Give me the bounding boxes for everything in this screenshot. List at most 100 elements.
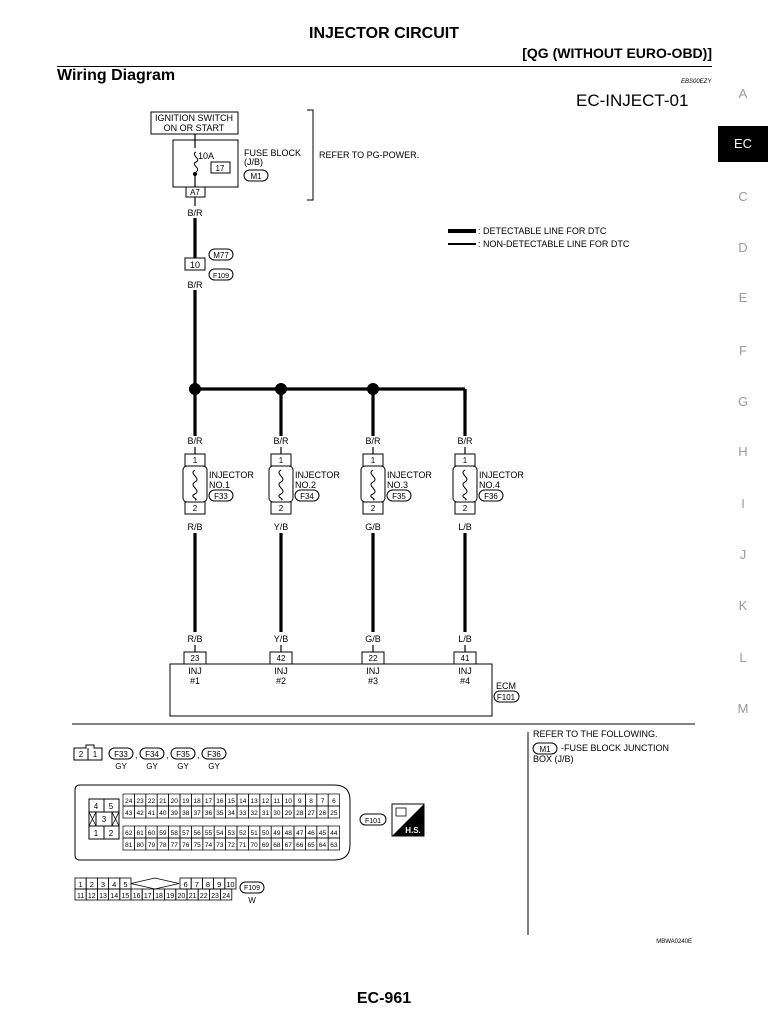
ecm-grid-pin: 20 (171, 798, 179, 805)
f109-pin: 14 (110, 893, 118, 900)
ecm-connector-left-block: 4 5 3 1 2 (88, 798, 120, 840)
harness-side-badge: H.S. (391, 803, 425, 837)
separator: , (135, 750, 138, 760)
ecm-pin-4: 4 (94, 802, 99, 811)
wire-color-in: B/R (187, 436, 203, 446)
pin-top: 1 (463, 456, 468, 465)
pin-box-bottom (454, 501, 476, 515)
ecm-pin-number: 41 (461, 654, 470, 663)
ecm-grid-pin: 61 (136, 830, 144, 837)
ecm-pin-1: 1 (94, 829, 99, 838)
f109-cell (220, 888, 233, 901)
ecm-label: ECM (496, 681, 516, 691)
ecm-grid-pin: 52 (239, 830, 247, 837)
ecm-grid-pin: 71 (239, 842, 247, 849)
ecm-wire-color: G/B (365, 634, 381, 644)
coil-symbol (370, 469, 376, 501)
ecm-grid-pin: 44 (330, 830, 338, 837)
tab-m[interactable]: M (737, 701, 749, 716)
ecm-grid-pin: 68 (273, 842, 281, 849)
tab-c[interactable]: C (738, 189, 748, 204)
ecm-grid-pin: 35 (216, 810, 224, 817)
ecm-grid-pin: 16 (216, 798, 224, 805)
ecm-grid-pin: 40 (159, 810, 167, 817)
fuse-number-box (210, 161, 231, 174)
ecm-terminal-label: INJ#2 (274, 666, 288, 686)
connector-f109-label: F109 (213, 273, 229, 280)
injector-connector-face: 2 1 (73, 744, 103, 761)
ecm-grid-pin: 57 (182, 830, 190, 837)
ecm-terminal-label: INJ#4 (458, 666, 472, 686)
tab-a[interactable]: A (738, 86, 748, 101)
ecm-grid-pin: 76 (182, 842, 190, 849)
coil-symbol (462, 469, 468, 501)
power-bracket (307, 109, 314, 201)
page-subtitle: [QG (WITHOUT EURO-OBD)] (522, 45, 712, 61)
f109-pin: 13 (99, 893, 107, 900)
fuse-rating: 10A (198, 151, 214, 161)
tab-h[interactable]: H (738, 444, 748, 459)
separator: , (166, 750, 169, 760)
pin-top: 1 (279, 456, 284, 465)
f109-color: W (248, 896, 256, 905)
injector-conn-color: GY (177, 762, 189, 771)
tab-e[interactable]: E (738, 290, 748, 305)
ecm-grid-pin: 25 (330, 810, 338, 817)
wire-color-in: B/R (365, 436, 381, 446)
ecm-grid-pin: 7 (321, 798, 325, 805)
injector-connector-badge (386, 489, 412, 502)
refer-pg-power: REFER TO PG-POWER. (319, 150, 419, 160)
ecm-pin-number: 22 (369, 654, 378, 663)
fuse-number: 17 (216, 164, 225, 173)
ecm-wire-color: L/B (458, 634, 472, 644)
refer-title: REFER TO THE FOLLOWING. (533, 729, 658, 739)
fuse-terminal-label: A7 (190, 188, 200, 197)
injector-conn-color: GY (115, 762, 127, 771)
ecm-grid-pin: 74 (205, 842, 213, 849)
tab-l[interactable]: L (739, 650, 747, 665)
tab-i[interactable]: I (741, 496, 745, 511)
injector-conn-id: F36 (207, 750, 221, 759)
ecm-conn-badge-label: F101 (365, 818, 381, 825)
ecm-grid-pin: 50 (262, 830, 270, 837)
pin-top: 1 (193, 456, 198, 465)
wire-color-br: B/R (187, 208, 203, 218)
ecm-grid-pin: 54 (216, 830, 224, 837)
ecm-grid-pin: 77 (171, 842, 179, 849)
tab-f[interactable]: F (739, 343, 747, 358)
coil-symbol (278, 469, 284, 501)
ecm-grid-pin: 53 (228, 830, 236, 837)
ecm-grid-pin: 33 (239, 810, 247, 817)
tab-j[interactable]: J (739, 547, 747, 562)
ecm-terminal-label: INJ#1 (188, 666, 202, 686)
f109-pin: 18 (155, 893, 163, 900)
f109-pin: 6 (184, 880, 188, 889)
joint-connector-10 (184, 257, 206, 271)
tab-k[interactable]: K (738, 598, 748, 613)
tab-ec[interactable]: EC (718, 126, 768, 162)
wire-color-br: B/R (187, 280, 203, 290)
legend-thin-label: : NON-DETECTABLE LINE FOR DTC (478, 239, 630, 249)
wire-color-out: L/B (458, 522, 472, 532)
pin-box-bottom (270, 501, 292, 515)
connector-f101-label: F101 (497, 693, 516, 702)
tab-d[interactable]: D (738, 240, 748, 255)
fuse-block-label: FUSE BLOCK(J/B) (244, 148, 301, 167)
tab-g[interactable]: G (737, 394, 749, 409)
ecm-grid-cell (327, 837, 340, 851)
ecm-grid-cell (327, 805, 340, 819)
fuse-symbol (193, 151, 199, 173)
ecm-grid-pin: 48 (285, 830, 293, 837)
ecm-pin-number: 42 (277, 654, 286, 663)
f109-pin: 21 (189, 893, 197, 900)
document-code: EBS00EZY (681, 79, 712, 85)
ecm-grid-pin: 47 (296, 830, 304, 837)
ecm-grid-pin: 60 (148, 830, 156, 837)
page-number: EC-961 (356, 990, 412, 1007)
ecm-grid-pin: 66 (296, 842, 304, 849)
